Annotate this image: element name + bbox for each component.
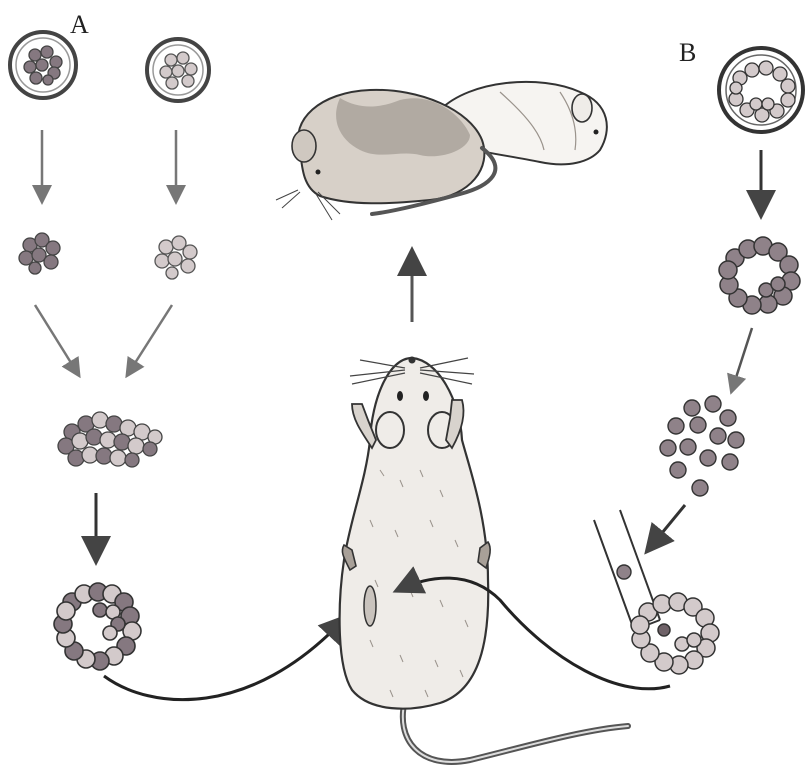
injected-blastocyst-b bbox=[631, 593, 719, 674]
embryo-a1-denuded bbox=[19, 233, 60, 274]
aggregate-morula bbox=[58, 412, 162, 467]
embryo-a2-zona bbox=[147, 39, 209, 101]
surrogate-mouse bbox=[340, 357, 628, 762]
embryo-a2-denuded bbox=[155, 236, 197, 279]
chimeric-offspring bbox=[276, 82, 607, 220]
arrow-es-to-pipette bbox=[648, 505, 685, 550]
blastocyst-b-zona bbox=[719, 48, 803, 132]
chimeric-blastocyst-a bbox=[54, 583, 141, 670]
arrow-a1-merge bbox=[35, 305, 78, 374]
arrow-a2-merge bbox=[128, 305, 172, 374]
arrow-b2-down bbox=[732, 328, 752, 390]
es-cells bbox=[660, 396, 744, 496]
embryo-a1-zona bbox=[10, 32, 76, 98]
hatched-blastocyst-b bbox=[719, 237, 800, 314]
